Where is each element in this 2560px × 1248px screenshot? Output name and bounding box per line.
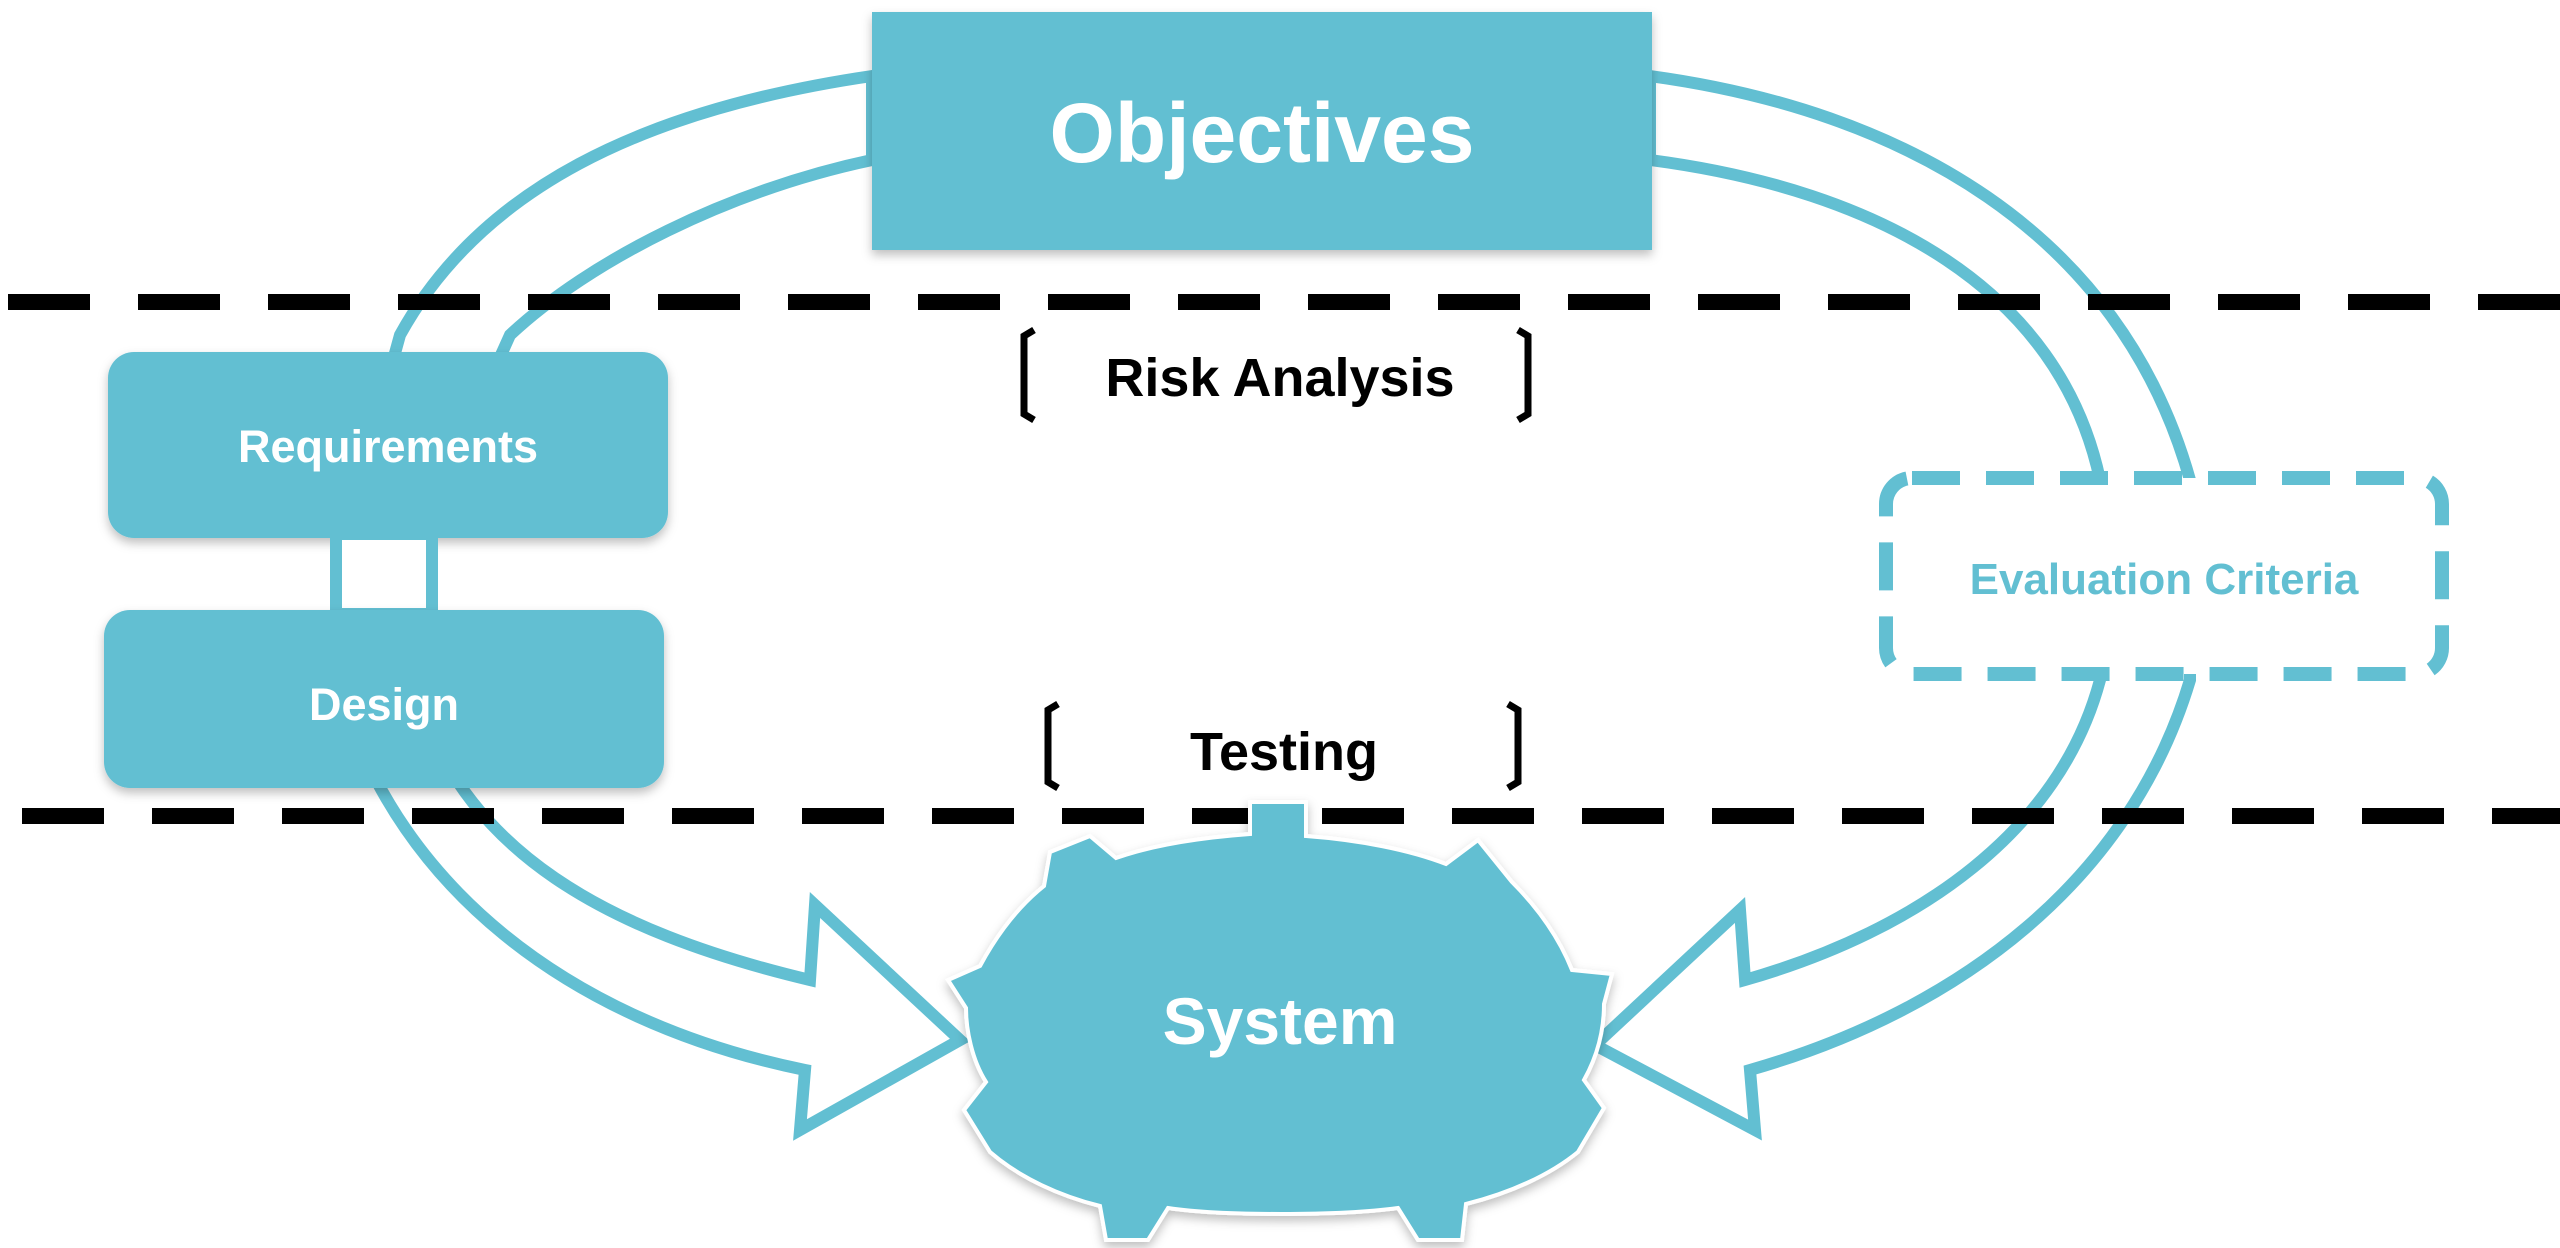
requirements-node [108,352,668,538]
risk-analysis-bracket [1020,326,1532,424]
testing-right-bracket [1506,700,1522,792]
design-box [104,610,664,788]
system-label: System [1163,984,1398,1058]
testing-label: Testing [1190,722,1378,782]
system-node [945,800,1615,1242]
evaluation-criteria-box [1879,471,2449,681]
left-arrow-outer [339,69,971,1141]
design-node [104,610,664,788]
objectives-box [872,12,1652,250]
requirements-box [108,352,668,538]
testing-bracket [1044,700,1522,792]
requirements-label: Requirements [238,421,538,472]
system-gear-icon [945,800,1615,1242]
right-arrow-outer [1584,69,2196,1141]
risk-analysis-right-bracket [1516,326,1532,424]
evaluation-criteria-label: Evaluation Criteria [1970,555,2359,604]
left-flow-arrow [339,69,971,1141]
objectives-label: Objectives [1050,86,1475,180]
risk-analysis-label: Risk Analysis [1105,348,1454,408]
requirements-design-connector [330,528,438,620]
right-flow-arrow [1584,69,2196,1141]
objectives-node [872,12,1652,250]
risk-analysis-left-bracket [1020,326,1036,424]
testing-left-bracket [1044,700,1060,792]
design-label: Design [309,679,459,730]
